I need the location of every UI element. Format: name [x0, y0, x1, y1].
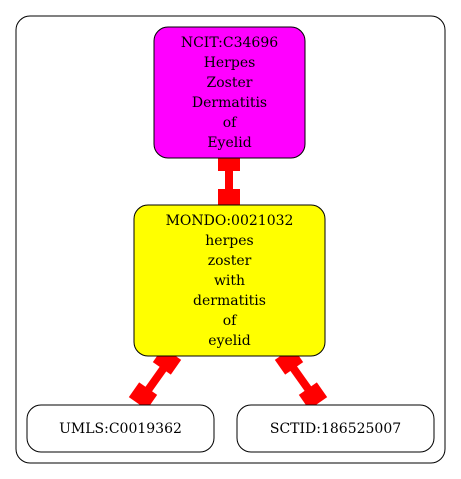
edge-end-marker [298, 382, 328, 410]
node-mondo-line: MONDO:0021032 [166, 213, 294, 229]
node-mondo-line: zoster [208, 253, 252, 269]
node-sctid: SCTID:186525007 [236, 404, 435, 453]
node-mondo-line: eyelid [208, 333, 250, 349]
node-ncit-line: NCIT:C34696 [181, 35, 278, 51]
node-mondo-line: dermatitis [193, 293, 266, 309]
edge-mondo-sctid [274, 347, 328, 410]
node-ncit-line: Zoster [207, 75, 253, 91]
node-ncit-line: Eyelid [207, 135, 251, 151]
node-sctid-label: SCTID:186525007 [270, 421, 401, 437]
edge-end-marker [218, 189, 240, 209]
node-ncit: NCIT:C34696 Herpes Zoster Dermatitis of … [153, 26, 306, 159]
node-umls-box [26, 404, 215, 453]
node-ncit-line: Dermatitis [192, 95, 267, 111]
node-mondo-box [133, 204, 326, 357]
edge-mondo-umls [128, 347, 182, 410]
node-mondo-line: of [223, 313, 238, 329]
node-mondo-line: herpes [205, 233, 253, 249]
node-mondo-line: with [214, 273, 245, 289]
edge-end-marker [128, 382, 158, 410]
cluster-boundary [15, 15, 446, 464]
node-mondo: MONDO:0021032 herpes zoster with dermati… [133, 204, 326, 357]
node-ncit-box [153, 26, 306, 159]
node-ncit-line: of [223, 115, 238, 131]
node-umls-label: UMLS:C0019362 [59, 421, 182, 437]
node-ncit-line: Herpes [204, 55, 256, 71]
node-umls: UMLS:C0019362 [26, 404, 215, 453]
node-sctid-box [236, 404, 435, 453]
edge-ncit-mondo [218, 152, 240, 210]
